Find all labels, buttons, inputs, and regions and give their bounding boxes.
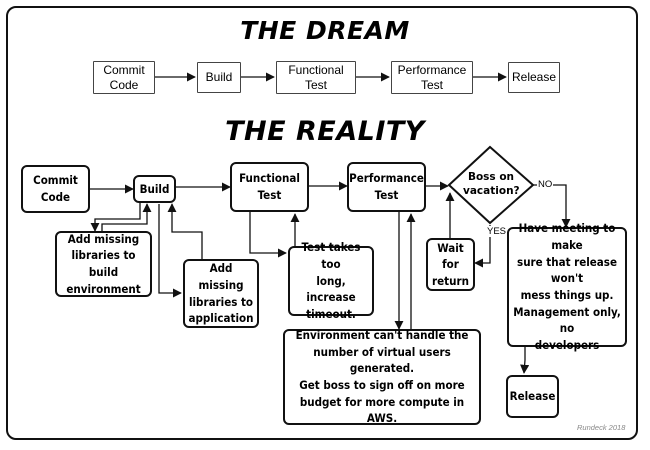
dream-commit-code-box: Commit Code — [93, 61, 155, 94]
add-missing-libraries-app-box: Add missing libraries to application — [183, 259, 259, 328]
dream-release-box: Release — [508, 62, 560, 93]
reality-functional-test-box: Functional Test — [230, 162, 309, 212]
arrow-missing-app-to-build — [167, 203, 203, 259]
decision-yes-label: YES — [486, 226, 508, 237]
reality-title: THE REALITY — [225, 116, 425, 147]
page-frame — [6, 6, 638, 440]
dream-functional-test-box: Functional Test — [276, 61, 356, 94]
dream-performance-test-box: Performance Test — [391, 61, 473, 94]
arrow-build-to-missing-build — [90, 200, 141, 232]
management-meeting-box: Have meeting to make sure that release w… — [507, 221, 627, 352]
reality-build-box: Build — [133, 175, 176, 203]
arrow-meeting-to-release — [520, 347, 530, 374]
reality-performance-test-box: Performance Test — [347, 162, 426, 212]
decision-no-label: NO — [537, 179, 554, 190]
dream-build-box: Build — [197, 62, 241, 93]
arrow-build-to-missing-app — [158, 204, 182, 298]
add-missing-libraries-build-box: Add missing libraries to build environme… — [55, 231, 152, 297]
dream-title: THE DREAM — [240, 16, 410, 45]
arrow-decision-yes-to-wait — [474, 225, 491, 268]
arrow-missing-build-to-build — [101, 203, 152, 231]
artist-signature: Rundeck 2018 — [577, 423, 626, 432]
arrow-functional-to-timeout — [249, 212, 287, 258]
reality-release-box: Release — [506, 375, 559, 418]
test-timeout-box: Test takes too long, increase timeout. — [288, 240, 374, 321]
reality-commit-code-box: Commit Code — [21, 165, 90, 213]
decision-diamond — [447, 145, 535, 225]
decision-label: Boss on vacation? — [463, 171, 520, 197]
wait-for-return-box: Wait for return — [426, 238, 475, 291]
environment-capacity-box: Environment can't handle the number of v… — [283, 328, 481, 425]
